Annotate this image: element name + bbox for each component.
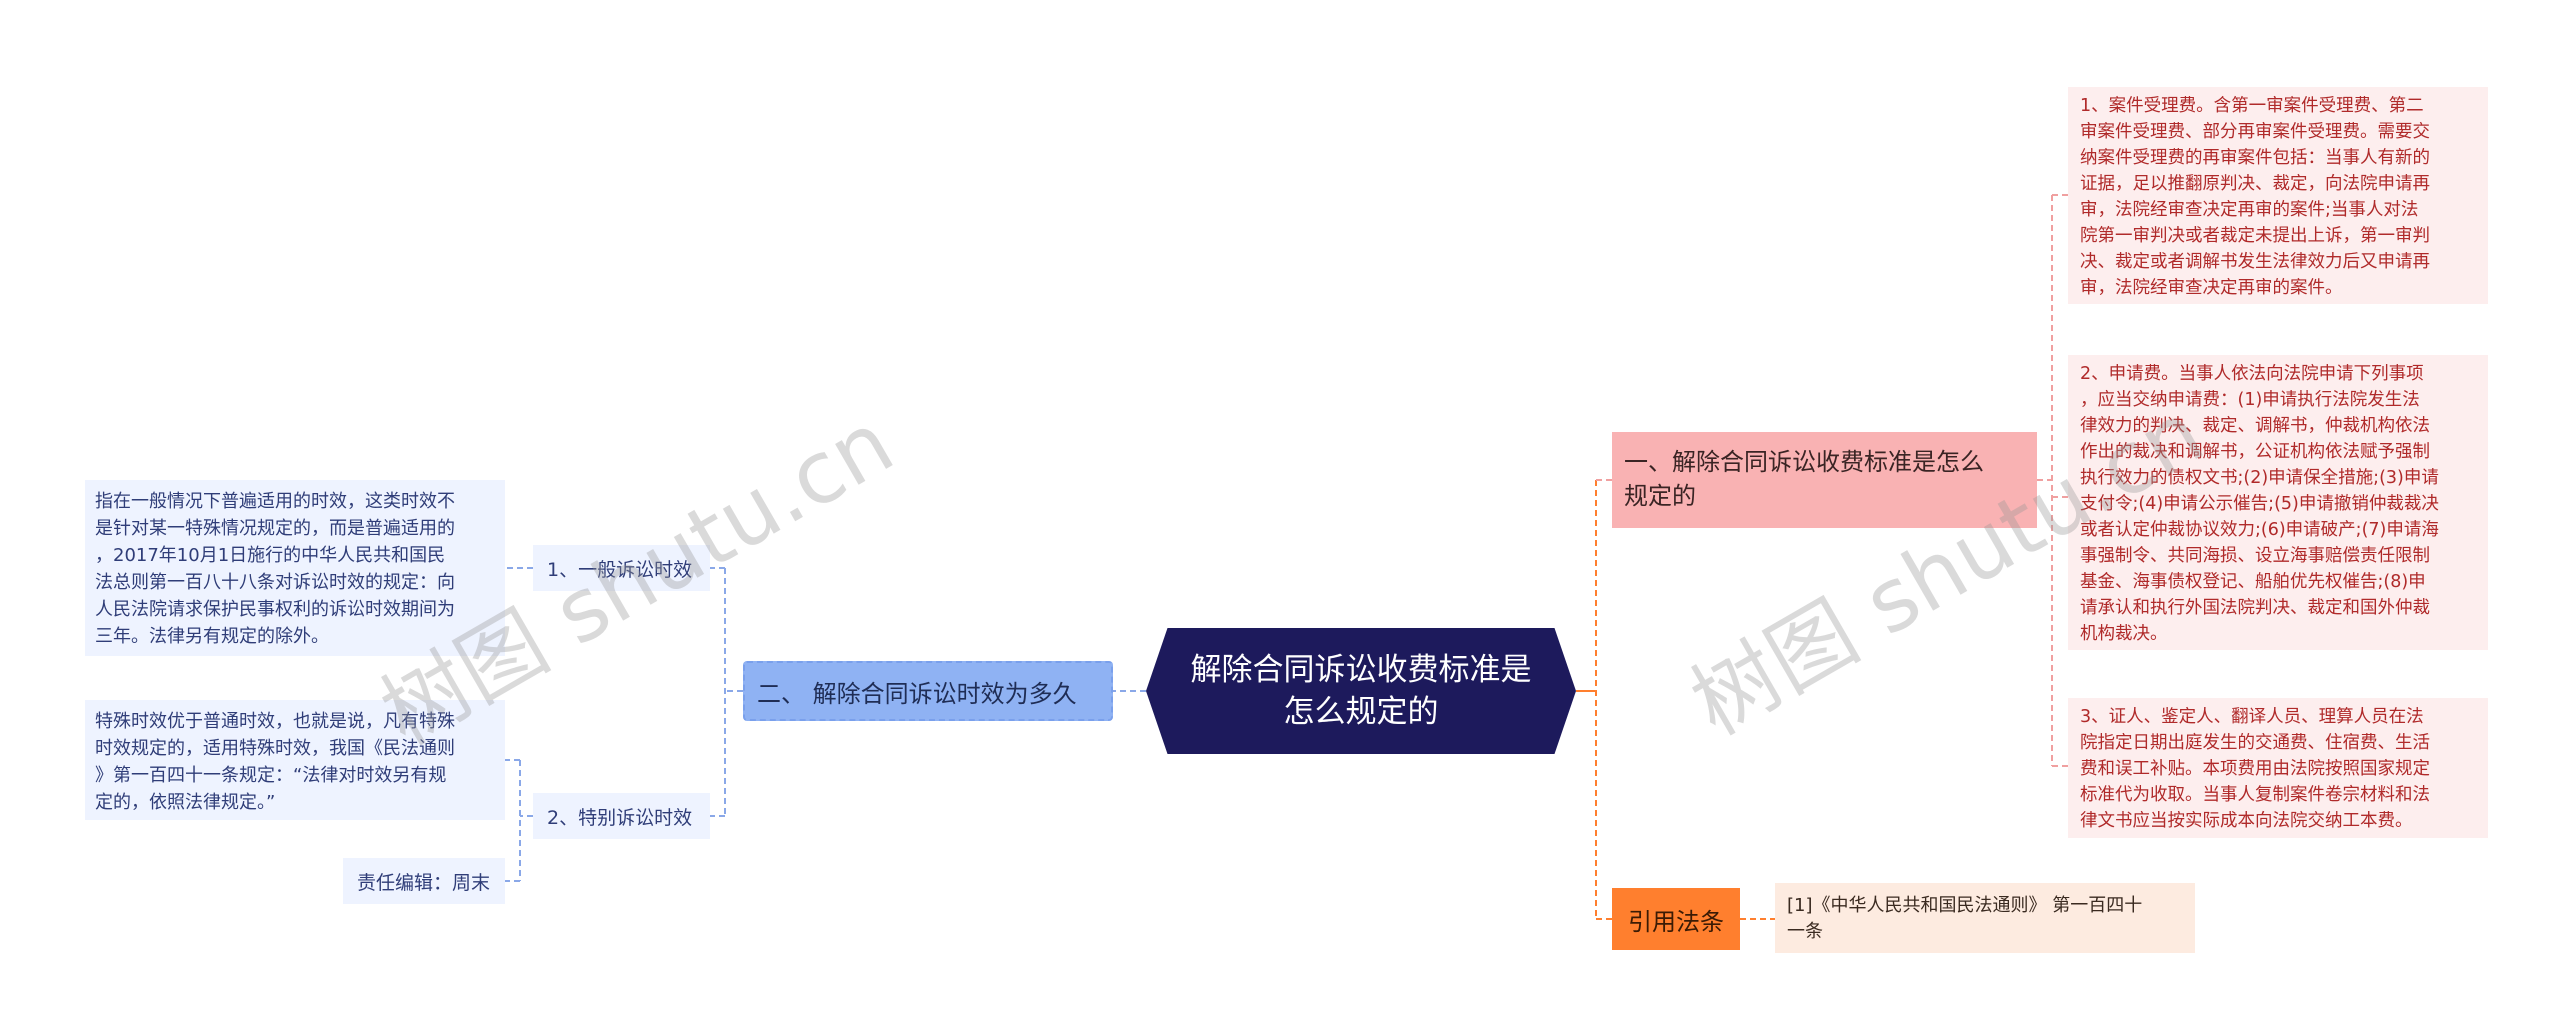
fee-item-text: 1、案件受理费。含第一审案件受理费、第二 审案件受理费、部分再审案件受理费。需要…	[2080, 96, 2430, 298]
branch-label: 二、 解除合同诉讼时效为多久	[757, 679, 1077, 708]
fee-item-text: 3、证人、鉴定人、翻译人员、理算人员在法 院指定日期出庭发生的交通费、住宿费、生…	[2080, 707, 2430, 831]
detail-special-limitation: 特殊时效优于普通时效，也就是说，凡有特殊 时效规定的，适用特殊时效，我国《民法通…	[85, 700, 505, 820]
edge-left-bracket	[724, 568, 743, 816]
root-node[interactable]: 解除合同诉讼收费标准是 怎么规定的	[1146, 628, 1576, 754]
detail-text: 指在一般情况下普遍适用的时效，这类时效不 是针对某一特殊情况规定的，而是普遍适用…	[95, 491, 455, 647]
topic-special-limitation[interactable]: 2、特别诉讼时效	[533, 793, 710, 839]
root-title: 解除合同诉讼收费标准是 怎么规定的	[1190, 652, 1532, 730]
branch-label: 一、解除合同诉讼收费标准是怎么 规定的	[1624, 448, 1984, 510]
editor-label: 责任编辑：周末	[357, 871, 491, 894]
branch-label: 引用法条	[1628, 907, 1724, 936]
branch-fee-standard[interactable]: 一、解除合同诉讼收费标准是怎么 规定的	[1612, 432, 2037, 528]
topic-label: 1、一般诉讼时效	[547, 558, 693, 581]
cited-law-text: [1]《中华人民共和国民法通则》 第一百四十 一条	[1787, 895, 2143, 942]
fee-item-witness-costs: 3、证人、鉴定人、翻译人员、理算人员在法 院指定日期出庭发生的交通费、住宿费、生…	[2068, 698, 2488, 838]
detail-general-limitation: 指在一般情况下普遍适用的时效，这类时效不 是针对某一特殊情况规定的，而是普遍适用…	[85, 480, 505, 656]
topic-label: 2、特别诉讼时效	[547, 806, 693, 829]
detail-text: 特殊时效优于普通时效，也就是说，凡有特殊 时效规定的，适用特殊时效，我国《民法通…	[95, 711, 455, 813]
topic-general-limitation[interactable]: 1、一般诉讼时效	[533, 545, 710, 591]
branch-statute-of-limitations[interactable]: 二、 解除合同诉讼时效为多久	[743, 661, 1113, 721]
edge-pink-bracket	[2037, 194, 2068, 767]
editor-note: 责任编辑：周末	[343, 858, 505, 904]
fee-item-application: 2、申请费。当事人依法向法院申请下列事项 ，应当交纳申请费：(1)申请执行法院发…	[2068, 355, 2488, 650]
fee-item-text: 2、申请费。当事人依法向法院申请下列事项 ，应当交纳申请费：(1)申请执行法院发…	[2080, 364, 2439, 644]
cited-law-item: [1]《中华人民共和国民法通则》 第一百四十 一条	[1775, 883, 2195, 953]
fee-item-case-acceptance: 1、案件受理费。含第一审案件受理费、第二 审案件受理费、部分再审案件受理费。需要…	[2068, 87, 2488, 304]
edge-child2-bracket	[505, 759, 533, 882]
branch-cited-law[interactable]: 引用法条	[1612, 888, 1740, 950]
